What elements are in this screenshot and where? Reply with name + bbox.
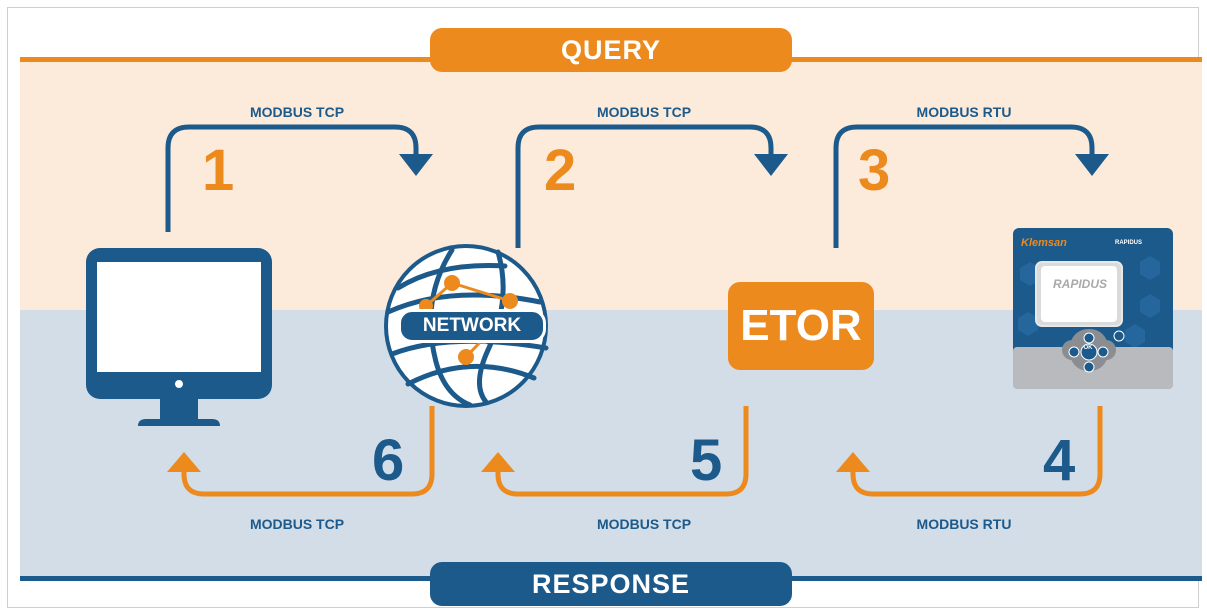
network-label: NETWORK — [398, 309, 546, 343]
protocol-label-step-6: MODBUS TCP — [249, 516, 345, 532]
arrowhead-step-3 — [1075, 154, 1109, 176]
arrow-step-5 — [495, 406, 749, 497]
protocol-label-step-4: MODBUS RTU — [916, 516, 1012, 532]
protocol-label-step-1: MODBUS TCP — [249, 104, 345, 120]
step-number-2: 2 — [544, 138, 577, 203]
arrow-step-6 — [181, 406, 435, 497]
step-number-4: 4 — [1043, 428, 1076, 493]
step-number-5: 5 — [690, 428, 723, 493]
arrow-step-2 — [515, 124, 774, 248]
monitor-icon — [86, 248, 272, 426]
arrowhead-step-2 — [754, 154, 788, 176]
device-screen-text: RAPIDUS — [1052, 277, 1107, 291]
arrow-step-4 — [850, 406, 1103, 497]
protocol-label-step-5: MODBUS TCP — [596, 516, 692, 532]
step-number-3: 3 — [858, 138, 891, 203]
step-number-1: 1 — [202, 138, 235, 203]
protocol-label-step-2: MODBUS TCP — [596, 104, 692, 120]
protocol-label-step-3: MODBUS RTU — [916, 104, 1012, 120]
device-model: RAPIDUS — [1115, 240, 1143, 246]
arrowhead-step-6 — [167, 452, 201, 472]
arrowhead-step-1 — [399, 154, 433, 176]
arrowhead-step-4 — [836, 452, 870, 472]
query-header: QUERY — [430, 28, 792, 72]
etor-node: ETOR — [728, 282, 874, 370]
power-meter-icon — [1013, 228, 1173, 389]
device-ok-button-label: OK — [1083, 345, 1093, 351]
step-number-6: 6 — [372, 428, 405, 493]
arrowhead-step-5 — [481, 452, 515, 472]
response-header: RESPONSE — [430, 562, 792, 606]
arrow-step-3 — [833, 124, 1095, 248]
device-brand: Klemsan — [1021, 237, 1067, 249]
arrow-step-1 — [165, 124, 419, 232]
